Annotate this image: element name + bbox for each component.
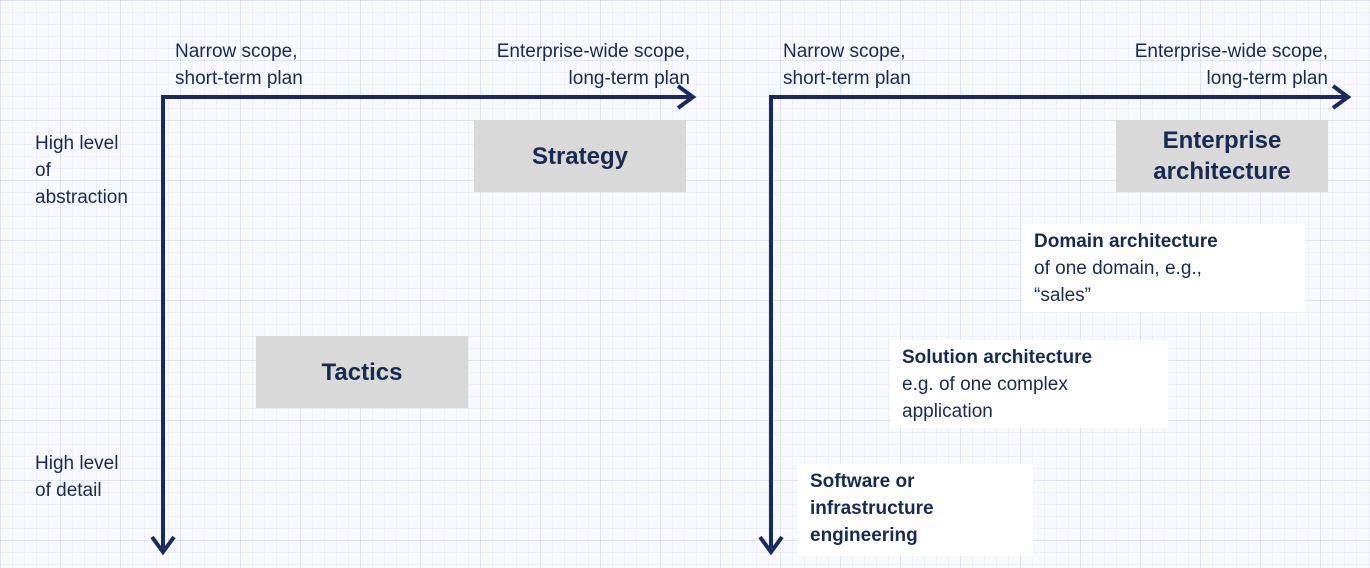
domain-architecture-desc-1: of one domain, e.g., xyxy=(1034,258,1202,279)
right-x-end-line-2: long-term plan xyxy=(1206,68,1328,89)
left-y-top-line-3: abstraction xyxy=(35,187,128,208)
enterprise-architecture-line-2: architecture xyxy=(1153,158,1291,185)
left-axes xyxy=(150,84,697,556)
left-x-start-line-2: short-term plan xyxy=(175,68,303,89)
software-engineering-line-1: Software or xyxy=(810,471,915,492)
right-x-end-label: Enterprise-wide scope, long-term plan xyxy=(1066,38,1328,92)
left-x-end-line-2: long-term plan xyxy=(568,68,690,89)
left-x-start-label: Narrow scope, short-term plan xyxy=(175,38,303,92)
left-y-top-line-1: High level xyxy=(35,133,119,154)
domain-architecture-desc-2: “sales” xyxy=(1034,285,1092,306)
solution-architecture-title: Solution architecture xyxy=(902,347,1093,368)
strategy-box: Strategy xyxy=(474,120,686,192)
domain-architecture-title: Domain architecture xyxy=(1034,231,1218,252)
left-y-axis-arrowhead xyxy=(150,535,176,556)
right-x-start-label: Narrow scope, short-term plan xyxy=(783,38,911,92)
solution-architecture-desc-1: e.g. of one complex xyxy=(902,374,1068,395)
right-axes xyxy=(758,84,1352,556)
solution-architecture-box: Solution architecture e.g. of one comple… xyxy=(890,340,1168,428)
left-y-bottom-line-1: High level xyxy=(35,453,119,474)
software-engineering-line-2: infrastructure xyxy=(810,498,934,519)
left-x-end-label: Enterprise-wide scope, long-term plan xyxy=(428,38,690,92)
left-y-top-label: High level of abstraction xyxy=(35,130,128,211)
right-y-axis-arrowhead xyxy=(758,535,784,556)
enterprise-architecture-line-1: Enterprise xyxy=(1162,127,1282,154)
strategy-label: Strategy xyxy=(531,142,629,170)
tactics-label: Tactics xyxy=(321,358,403,386)
right-x-start-line-1: Narrow scope, xyxy=(783,41,906,62)
right-x-start-line-2: short-term plan xyxy=(783,68,911,89)
enterprise-architecture-box: Enterprise architecture xyxy=(1116,120,1328,192)
software-engineering-line-3: engineering xyxy=(810,525,918,546)
domain-architecture-box: Domain architecture of one domain, e.g.,… xyxy=(1022,224,1305,312)
right-x-end-line-1: Enterprise-wide scope, xyxy=(1134,41,1328,62)
left-y-bottom-line-2: of detail xyxy=(35,480,102,501)
left-x-axis-arrowhead xyxy=(676,84,697,110)
software-engineering-box: Software or infrastructure engineering xyxy=(798,464,1033,556)
left-y-top-line-2: of xyxy=(35,160,51,181)
left-x-end-line-1: Enterprise-wide scope, xyxy=(496,41,690,62)
left-x-start-line-1: Narrow scope, xyxy=(175,41,298,62)
left-y-bottom-label: High level of detail xyxy=(35,450,118,504)
tactics-box: Tactics xyxy=(256,336,468,408)
right-x-axis-arrowhead xyxy=(1331,84,1352,110)
solution-architecture-desc-2: application xyxy=(902,401,993,422)
